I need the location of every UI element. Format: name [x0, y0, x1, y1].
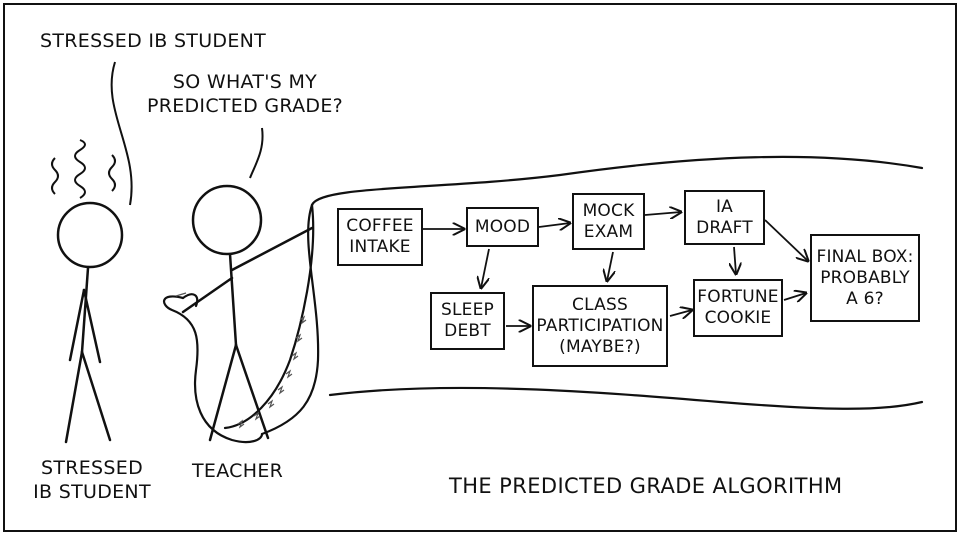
- box-ia-draft: IA DRAFT: [684, 190, 765, 245]
- stress-squiggles: [51, 139, 116, 199]
- scroll-scribbles: [175, 292, 307, 429]
- teacher-label: TEACHER: [192, 460, 284, 482]
- panel-border: [3, 3, 957, 532]
- box-coffee-intake: COFFEE INTAKE: [337, 208, 423, 266]
- student-label-line-2: IB STUDENT: [33, 481, 151, 503]
- speech-line-2: PREDICTED GRADE?: [146, 95, 344, 117]
- box-mock-exam: MOCK EXAM: [572, 193, 645, 250]
- student-figure: [56, 201, 124, 444]
- teacher-speech-tail: [249, 127, 264, 179]
- box-mood: MOOD: [466, 207, 539, 247]
- student-speech-tail: [110, 61, 133, 206]
- speech-line-1: SO WHAT'S MY: [172, 71, 318, 93]
- student-label: STRESSED IB STUDENT: [22, 456, 162, 504]
- teacher-figure: [181, 184, 314, 442]
- comic-caption: THE PREDICTED GRADE ALGORITHM: [449, 474, 843, 498]
- flowchart-arrows: [423, 212, 808, 326]
- student-speaker-label: STRESSED IB STUDENT: [40, 30, 267, 52]
- teacher-speech-bubble: SO WHAT'S MY PREDICTED GRADE?: [140, 70, 350, 118]
- paper-scroll: [163, 155, 924, 444]
- box-final: FINAL BOX: PROBABLY A 6?: [810, 234, 920, 322]
- box-sleep-debt: SLEEP DEBT: [430, 292, 505, 350]
- box-fortune-cookie: FORTUNE COOKIE: [693, 279, 783, 337]
- box-class-participation: CLASS PARTICIPATION (MAYBE?): [532, 285, 668, 367]
- student-label-line-1: STRESSED: [40, 457, 144, 479]
